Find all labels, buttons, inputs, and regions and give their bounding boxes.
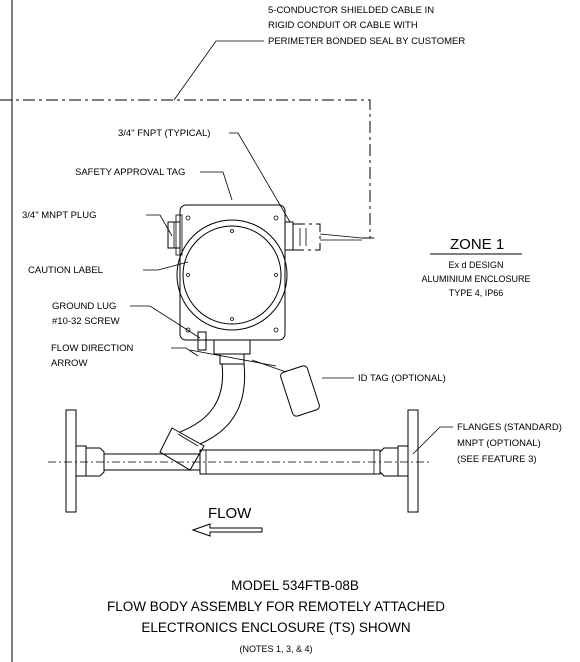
safety-tag-leader — [200, 171, 233, 201]
flanges-leader — [412, 426, 453, 455]
caption-line4: (NOTES 1, 3, & 4) — [239, 644, 312, 654]
flow-arrow — [191, 523, 263, 537]
zone-title: ZONE 1 — [450, 236, 504, 253]
caution-label-text: CAUTION LABEL — [28, 265, 103, 276]
zone-line3: TYPE 4, IP66 — [449, 288, 504, 298]
fnpt-label: 3/4" FNPT (TYPICAL) — [118, 128, 210, 139]
ground-lug-leader — [130, 305, 201, 339]
mnpt-plug-label: 3/4" MNPT PLUG — [22, 210, 96, 221]
ground-lug-label-2: #10-32 SCREW — [52, 316, 120, 327]
flanges-label-2: MNPT (OPTIONAL) — [457, 438, 541, 449]
cable-note-line3: PERIMETER BONDED SEAL BY CUSTOMER — [268, 36, 465, 47]
electronics-enclosure — [167, 204, 363, 367]
caption-line1: MODEL 534FTB-08B — [231, 578, 359, 593]
flow-direction-label-1: FLOW DIRECTION — [51, 343, 133, 354]
zone-line1: Ex d DESIGN — [448, 260, 503, 270]
safety-tag-label: SAFETY APPROVAL TAG — [75, 167, 185, 178]
flanges-label-3: (SEE FEATURE 3) — [457, 454, 537, 465]
caption-line2: FLOW BODY ASSEMBLY FOR REMOTELY ATTACHED — [107, 599, 445, 614]
caution-leader — [143, 261, 189, 271]
cable-note-line2: RIGID CONDUIT OR CABLE WITH — [268, 20, 418, 31]
cable-route — [0, 99, 374, 239]
flow-direction-label-2: ARROW — [51, 358, 87, 369]
id-tag-label: ID TAG (OPTIONAL) — [358, 373, 446, 384]
caption-line3: ELECTRONICS ENCLOSURE (TS) SHOWN — [141, 620, 410, 635]
id-tag — [251, 359, 320, 417]
flanges-label-1: FLANGES (STANDARD) — [457, 422, 562, 433]
flow-body — [48, 409, 432, 513]
zone-line2: ALUMINIUM ENCLOSURE — [421, 274, 530, 284]
fnpt-leader — [229, 132, 291, 223]
cable-note-leader — [173, 40, 264, 101]
flow-direction-leader — [171, 347, 199, 357]
flow-label: FLOW — [208, 505, 252, 522]
cable-note-line1: 5-CONDUCTOR SHIELDED CABLE IN — [268, 5, 434, 16]
ground-lug-label-1: GROUND LUG — [52, 301, 116, 312]
